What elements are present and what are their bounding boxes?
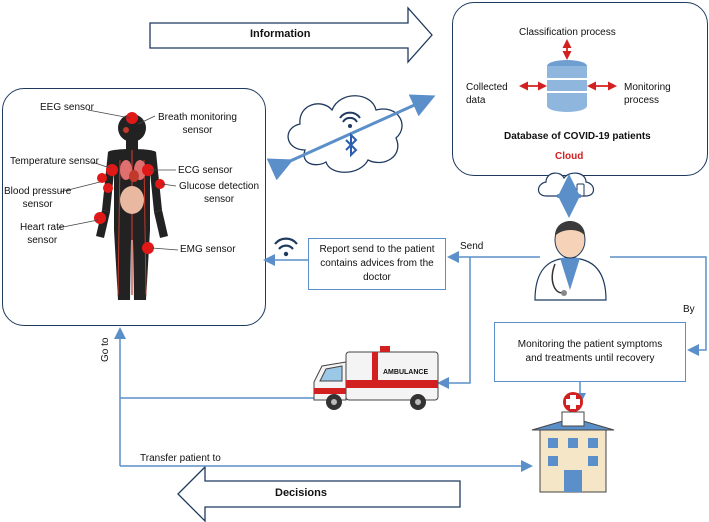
report-box: Report send to the patient contains advi…	[308, 238, 446, 290]
wifi-icon	[274, 237, 298, 257]
transfer-patient-label: Transfer patient to	[140, 453, 221, 464]
database-label: Database of COVID-19 patients	[504, 131, 651, 142]
information-label: Information	[250, 28, 311, 40]
collected-data-label: Collected data	[466, 82, 508, 106]
monitoring-text: Monitoring the patient symptoms and trea…	[517, 339, 663, 364]
monitoring-box: Monitoring the patient symptoms and trea…	[494, 322, 686, 382]
decisions-label: Decisions	[275, 487, 327, 499]
monitoring-process-label: Monitoring process	[624, 82, 671, 106]
send-label: Send	[460, 241, 484, 252]
report-text: Report send to the patient contains advi…	[319, 244, 435, 283]
breath-sensor-label: Breath monitoring sensor	[158, 112, 237, 136]
phone-cloud-icon	[537, 172, 595, 197]
bluetooth-cloud	[266, 94, 436, 181]
information-arrow	[149, 6, 433, 64]
blood-pressure-sensor-label: Blood pressure sensor	[4, 186, 72, 210]
temperature-sensor-label: Temperature sensor	[10, 156, 99, 167]
database-icon	[547, 60, 587, 112]
heart-rate-sensor-label: Heart rate sensor	[20, 222, 65, 246]
doctor-icon	[534, 221, 607, 301]
sensor-leader-lines	[57, 109, 179, 251]
decisions-arrow	[177, 465, 461, 522]
eeg-sensor-label: EEG sensor	[40, 102, 94, 113]
by-label: By	[683, 304, 695, 315]
sensor-dots	[94, 112, 165, 254]
human-body-icon	[96, 114, 168, 300]
ecg-sensor-label: ECG sensor	[178, 165, 233, 176]
glucose-sensor-label: Glucose detection sensor	[179, 181, 260, 205]
hospital-icon	[531, 392, 615, 493]
ambulance-text: AMBULANCE	[383, 369, 429, 376]
bluetooth-icon	[345, 132, 358, 158]
ambulance-icon	[313, 346, 439, 410]
emg-sensor-label: EMG sensor	[180, 244, 236, 255]
classification-process-label: Classification process	[519, 27, 616, 38]
go-to-label: Go to	[100, 337, 111, 362]
cloud-label: Cloud	[555, 151, 584, 162]
